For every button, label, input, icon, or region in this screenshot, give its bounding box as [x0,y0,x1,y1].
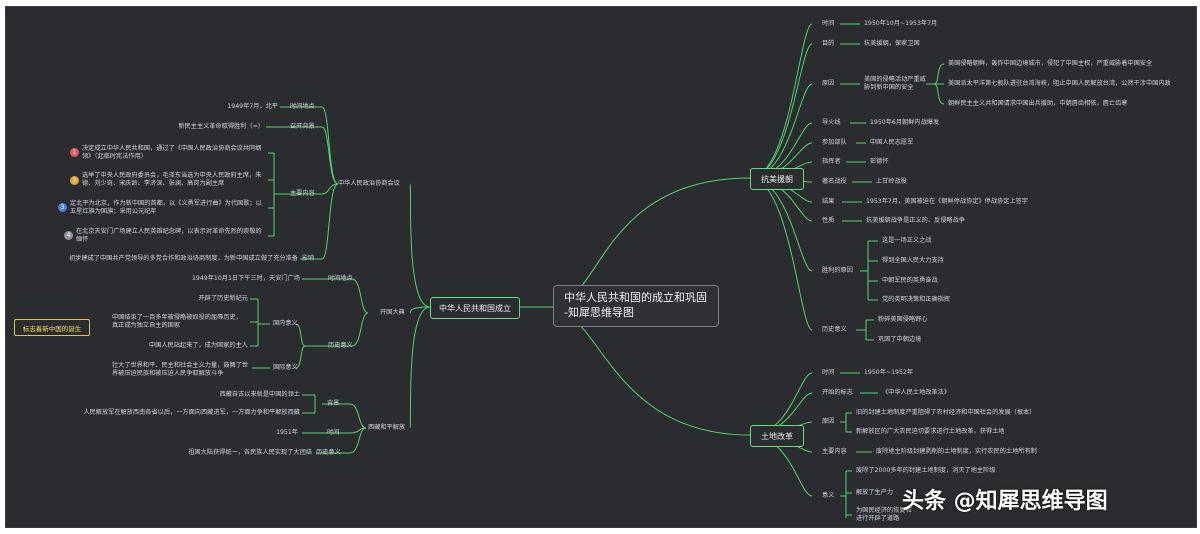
node-xz-bg[interactable]: 背景 [327,400,340,407]
km-fuse-value: 1950年6月朝鲜内战爆发 [870,119,940,126]
center-topic[interactable]: 中华人民共和国的成立和巩固 -知犀思维导图 [553,285,719,327]
td-mean-2: 解放了生产力 [856,489,894,496]
td-mean-3: 为国民经济的恢复和进行开辟了道路 [856,507,912,522]
kg-dom-2: 中国结束了一百多年被侵略被奴役的屈辱历史，真正成为独立自主的国家 [112,314,242,329]
km-reason-1: 美国侵略朝鲜，轰炸中国边境城市，侵犯了中国主权，严重威胁着中国安全 [948,60,1153,67]
node-km-reason[interactable]: 原因 [822,80,835,87]
zx-bg-value: 新民主主义革命取得胜利（=） [178,123,264,130]
td-start-value: 《中华人民土地改革法》 [882,389,951,396]
km-battle-value: 上甘岭战役 [876,178,907,185]
center-title-line2: -知犀思维导图 [564,306,634,319]
node-zx-time[interactable]: 时间地点 [290,103,315,110]
km-win-1: 这是一场正义之战 [882,237,932,244]
kg-intl-value: 壮大了世界和平、民主和社会主义力量，鼓舞了世界被压迫民族和被压迫人民争取解放斗争 [112,362,249,377]
node-zx-content[interactable]: 主要内容 [290,190,315,197]
node-zhengxie[interactable]: 中华人民政治协商会议 [338,180,400,187]
node-km-result[interactable]: 结果 [822,198,835,205]
km-army-value: 中国人民志愿军 [870,139,914,146]
td-time-value: 1950年~1952年 [864,369,914,376]
km-win-4: 党的英明决策和正确指挥 [882,296,951,303]
zx-item-1: 决定成立中华人民共和国，通过了《中国人民政治协商会议共同纲领》（起临时宪法作用） [82,145,262,160]
node-td-content[interactable]: 主要内容 [822,448,847,455]
td-content-value: 废除地主阶级封建剥削的土地制度，实行农民的土地所有制 [876,448,1037,455]
km-reason-3: 朝鲜民主主义共和国请求中国出兵援助，中朝唇齿相依，唇亡齿寒 [948,100,1128,107]
td-reason-2: 新解放区的广大农民迫切要求进行土地改革，获得土地 [856,428,1005,435]
xz-bg-2: 人民解放军在解放西南各省以后，一方面向西藏进军，一方面力争和平解放西藏 [83,409,300,416]
kg-dom-1: 开辟了历史新纪元 [198,295,249,302]
node-km-battle[interactable]: 著名战役 [822,178,847,185]
node-zx-effect[interactable]: 影响 [302,255,315,262]
zx-item-2: 选举了中央人民政府委员会，毛泽东当选为中央人民政府主席，朱德、刘少奇、宋庆龄、李… [82,172,262,187]
km-result-value: 1953年7月，美国被迫在《朝鲜停战协定》停战协定上签字 [866,198,1028,205]
xz-meaning-value: 祖国大陆获得统一，各民族人民实现了大团结 [188,449,312,456]
watermark: 头条 @知犀思维导图 [902,489,1108,514]
node-xizang[interactable]: 西藏和平解放 [368,424,406,431]
node-km-time[interactable]: 时间 [822,20,835,27]
number-icon-2: 2 [70,176,79,185]
center-title-line1: 中华人民共和国的成立和巩固 [564,291,707,304]
zx-time-value: 1949年7月，北平 [227,103,278,110]
zx-item-3: 定北平为北京，作为新中国的首都，以《义勇军进行曲》为代国歌；以五星红旗为国旗；采… [70,200,262,215]
node-kg-domestic[interactable]: 国内意义 [273,320,298,327]
mindmap-frame [5,6,1197,528]
km-mean-2: 巩固了中朝边境 [878,336,922,343]
branch-kangmei[interactable]: 抗美援朝 [750,168,804,190]
km-mean-1: 粉碎美国侵略野心 [878,316,928,323]
kg-dom-3: 中国人民站起来了，成为国家的主人 [149,342,248,349]
badge-birth-of-new-china[interactable]: 标志着新中国的诞生 [14,319,90,336]
km-time-value: 1950年10月~1953年7月 [864,20,938,27]
node-kaiguo[interactable]: 开国大典 [380,309,405,316]
node-km-nature[interactable]: 性质 [822,217,835,224]
xz-time-value: 1951年 [276,429,298,436]
node-kg-intl[interactable]: 国际意义 [273,364,298,371]
node-kg-meaning[interactable]: 历史意义 [328,342,353,349]
node-td-meaning[interactable]: 意义 [822,492,835,499]
km-win-3: 中朝军民的英勇奋战 [882,277,938,284]
number-icon-4: 4 [64,231,73,240]
td-mean-1: 废除了2000多年的封建土地制度，消灭了地主阶级 [856,467,996,474]
branch-chengli[interactable]: 中华人民共和国成立 [430,297,520,319]
node-km-fuse[interactable]: 导火线 [822,119,841,126]
km-reason-2: 美国派太平洋第七舰队进驻台湾海峡，阻止中国人民解放台湾，公然干涉中国内政 [948,80,1171,87]
km-cmd-value: 彭德怀 [870,158,889,165]
node-km-meaning[interactable]: 历史意义 [822,326,847,333]
number-icon-3: 3 [58,203,67,212]
node-km-cmd[interactable]: 指挥者 [822,158,841,165]
branch-tudi[interactable]: 土地改革 [750,425,804,447]
xz-bg-1: 西藏自古以来就是中国的领土 [219,391,300,398]
node-xz-meaning[interactable]: 历史意义 [316,449,341,456]
node-km-win[interactable]: 胜利的原因 [822,267,853,274]
node-zx-bg[interactable]: 召开背景 [290,123,315,130]
node-km-goal[interactable]: 目的 [822,40,835,47]
kg-time-value: 1949年10月1日下午三时，天安门广场 [192,275,300,282]
node-td-reason[interactable]: 原因 [822,418,835,425]
td-reason-1: 旧的封建土地制度严重阻碍了农村经济和中国社会的发展（根本） [856,409,1036,416]
km-goal-value: 抗美援朝，保家卫国 [864,40,920,47]
node-kg-time[interactable]: 时间地点 [328,275,353,282]
zx-item-4: 在北京天安门广场建立人民英雄纪念碑，以表示对革命先烈的崇敬的缅怀 [76,228,262,243]
km-win-2: 得到全国人民大力支持 [882,257,944,264]
node-td-start[interactable]: 开始的标志 [822,389,853,396]
node-km-army[interactable]: 参加部队 [822,139,847,146]
km-reason-mid: 美国的侵略活动严重威胁到新中国的安全 [864,76,926,91]
node-td-time[interactable]: 时间 [822,369,835,376]
zx-effect-value: 初步建成了中国共产党领导的多党合作和政治协商制度，为新中国成立做了充分准备 [69,255,298,262]
node-xz-time[interactable]: 时间 [327,429,340,436]
number-icon-1: 1 [70,148,79,157]
km-nature-value: 抗美援朝战争是正义的、反侵略战争 [866,217,965,224]
